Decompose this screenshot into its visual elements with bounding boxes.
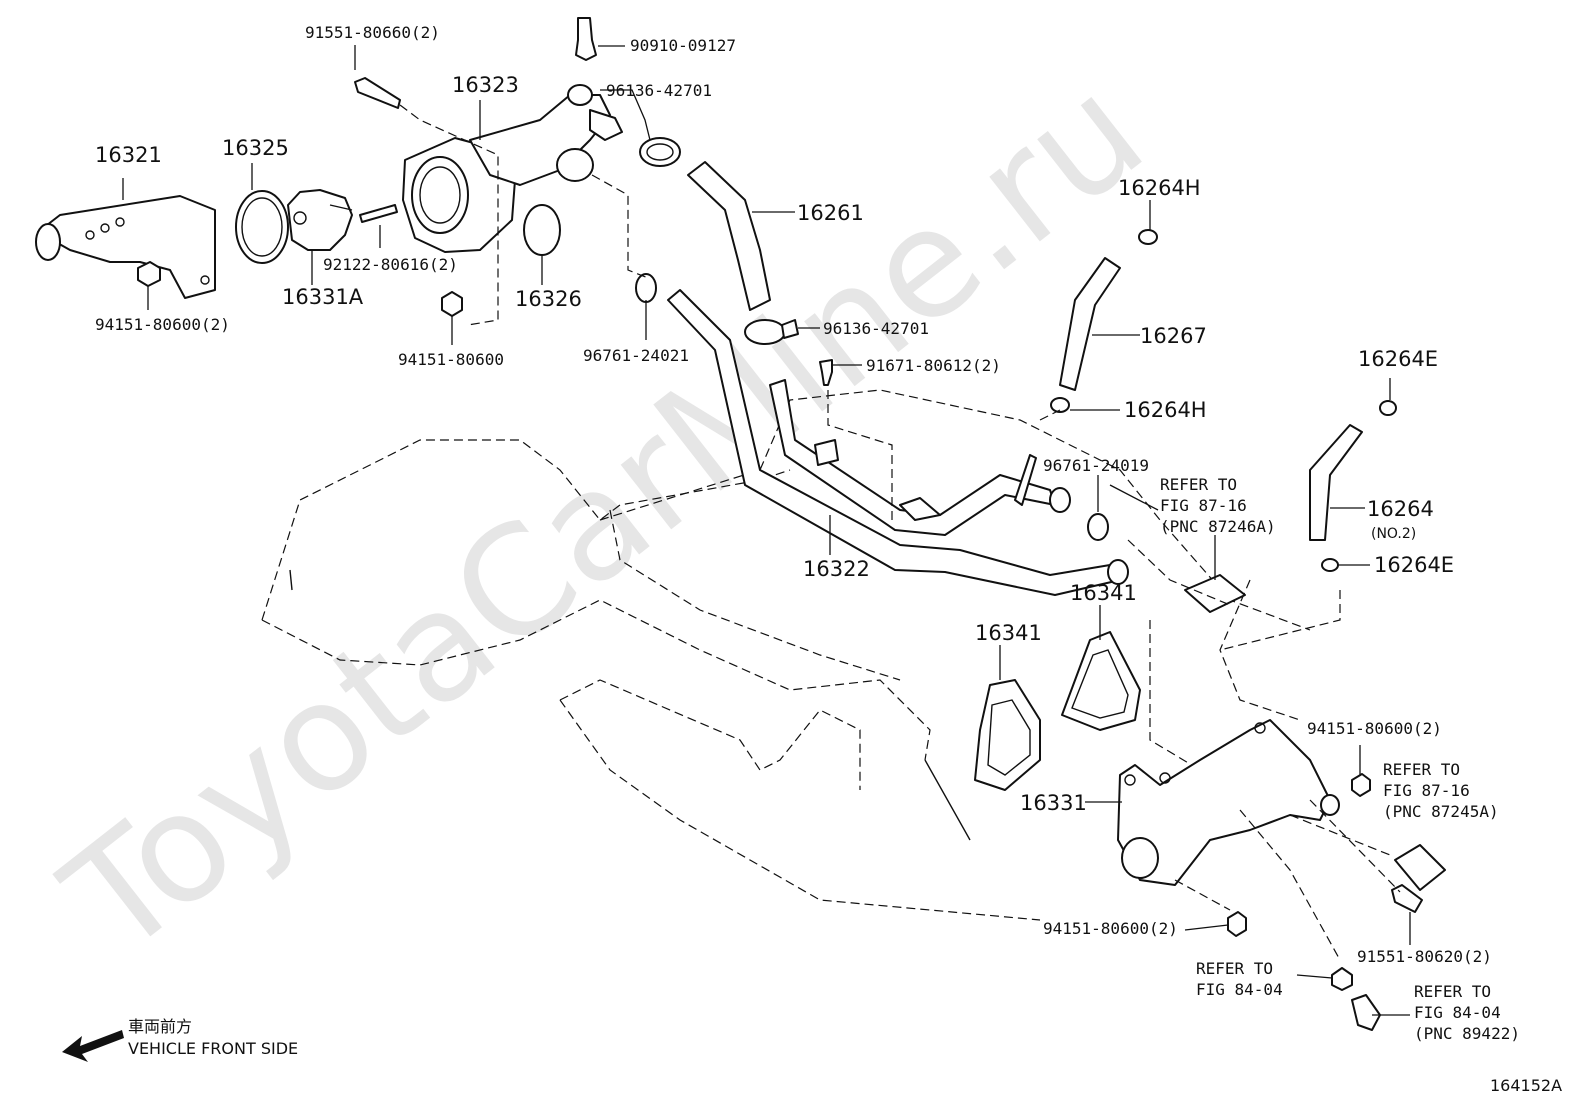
label-91551-80620: 91551-80620(2) bbox=[1357, 947, 1492, 966]
label-16341-right: 16341 bbox=[1070, 581, 1137, 605]
label-refer-87245A-line2: FIG 87-16 bbox=[1383, 781, 1470, 800]
engine-block-outline bbox=[261, 389, 1341, 921]
leader-lines bbox=[122, 45, 1411, 1016]
label-16323: 16323 bbox=[452, 73, 519, 97]
gasket-16326 bbox=[523, 204, 561, 256]
nut-94151-left bbox=[137, 261, 161, 287]
label-16326: 16326 bbox=[515, 287, 582, 311]
gasket-16325-inner bbox=[241, 197, 283, 257]
label-refer-84-04-right-line3: (PNC 89422) bbox=[1414, 1024, 1520, 1043]
washer-ref-84-04 bbox=[1331, 967, 1353, 991]
nut-94151-center bbox=[441, 291, 463, 317]
label-16264H-lower: 16264H bbox=[1124, 398, 1207, 422]
label-16341-left: 16341 bbox=[975, 621, 1042, 645]
label-refer-84-04-right-line1: REFER TO bbox=[1414, 982, 1491, 1001]
label-16267: 16267 bbox=[1140, 324, 1207, 348]
vehicle-front-jp-label: 車両前方 bbox=[128, 1017, 192, 1036]
o-ring-96761-24019 bbox=[1087, 513, 1109, 541]
label-94151-80600-2-left: 94151-80600(2) bbox=[95, 315, 230, 334]
o-ring-96761-24021 bbox=[635, 273, 657, 303]
nut-94151-right bbox=[1351, 773, 1371, 797]
clamp-16264H-upper bbox=[1138, 229, 1158, 245]
label-refer-87246A-line3: (PNC 87246A) bbox=[1160, 517, 1276, 536]
label-refer-87246A-line2: FIG 87-16 bbox=[1160, 496, 1247, 515]
label-96136-42701-lower: 96136-42701 bbox=[823, 319, 929, 338]
bolt-91551-80620 bbox=[1391, 884, 1423, 913]
nut-94151-lower bbox=[1227, 911, 1247, 937]
vehicle-front-en-label: VEHICLE FRONT SIDE bbox=[128, 1039, 298, 1058]
clamp-96136-upper bbox=[639, 137, 681, 167]
vehicle-front-indicator: 車両前方 VEHICLE FRONT SIDE bbox=[62, 1017, 298, 1062]
label-94151-80600-2-right: 94151-80600(2) bbox=[1307, 719, 1442, 738]
label-refer-84-04-right-line2: FIG 84-04 bbox=[1414, 1003, 1501, 1022]
label-96761-24021: 96761-24021 bbox=[583, 346, 689, 365]
label-94151-80600-center: 94151-80600 bbox=[398, 350, 504, 369]
ref-pipe-87246A bbox=[1184, 574, 1246, 613]
hose-16264 bbox=[1309, 424, 1363, 541]
callout-labels: 16321 16325 16323 91551-80660(2) 90910-0… bbox=[95, 23, 1520, 1043]
label-16331A: 16331A bbox=[282, 285, 364, 309]
stud-92122 bbox=[359, 204, 398, 223]
clamp-96136-lower bbox=[744, 319, 799, 345]
label-92122-80616: 92122-80616(2) bbox=[323, 255, 458, 274]
gasket-16341-right bbox=[1061, 631, 1141, 731]
label-16322: 16322 bbox=[803, 557, 870, 581]
label-16264H-upper: 16264H bbox=[1118, 176, 1201, 200]
label-refer-84-04-left-line1: REFER TO bbox=[1196, 959, 1273, 978]
label-16331: 16331 bbox=[1020, 791, 1087, 815]
label-16264-no2: (NO.2) bbox=[1371, 526, 1416, 542]
sensor-90910-09127 bbox=[575, 17, 597, 61]
label-96136-42701-upper: 96136-42701 bbox=[606, 81, 712, 100]
label-16261: 16261 bbox=[797, 201, 864, 225]
hose-16267 bbox=[1059, 257, 1121, 391]
label-94151-80600-2-lower: 94151-80600(2) bbox=[1043, 919, 1178, 938]
sensor-ref-89422 bbox=[1351, 994, 1381, 1031]
label-16325: 16325 bbox=[222, 136, 289, 160]
gasket-16341-left bbox=[974, 679, 1041, 791]
label-refer-87245A-line1: REFER TO bbox=[1383, 760, 1460, 779]
clamp-16264H-lower bbox=[1050, 397, 1070, 413]
label-16264E-lower: 16264E bbox=[1374, 553, 1454, 577]
water-inlet-16331 bbox=[1117, 719, 1340, 886]
label-refer-87245A-line3: (PNC 87245A) bbox=[1383, 802, 1499, 821]
clamp-16264E-upper bbox=[1379, 400, 1397, 416]
water-bypass-pipe-16322 bbox=[667, 289, 1129, 596]
water-outlet-pipe-16321 bbox=[35, 195, 216, 299]
figure-id: 164152A bbox=[1490, 1076, 1562, 1095]
label-refer-84-04-left-line2: FIG 84-04 bbox=[1196, 980, 1283, 999]
assembly-dash-lines bbox=[399, 104, 1401, 961]
label-90910-09127: 90910-09127 bbox=[630, 36, 736, 55]
ref-pipe-87245A bbox=[1394, 844, 1446, 891]
label-16264: 16264 bbox=[1367, 497, 1434, 521]
bolt-91551-80660 bbox=[354, 77, 401, 109]
clamp-16264E-lower bbox=[1321, 558, 1339, 572]
label-16321: 16321 bbox=[95, 143, 162, 167]
arrow-left-icon bbox=[62, 1030, 124, 1062]
label-91551-80660: 91551-80660(2) bbox=[305, 23, 440, 42]
label-96761-24019: 96761-24019 bbox=[1043, 456, 1149, 475]
label-91671-80612: 91671-80612(2) bbox=[866, 356, 1001, 375]
bolt-91671-80612 bbox=[819, 359, 833, 386]
thermostat-16331A bbox=[287, 189, 353, 251]
gasket-16325 bbox=[235, 190, 289, 264]
label-refer-87246A-line1: REFER TO bbox=[1160, 475, 1237, 494]
hose-16261 bbox=[687, 161, 771, 311]
label-16264E-upper: 16264E bbox=[1358, 347, 1438, 371]
thermostat-housing-16323 bbox=[402, 84, 623, 253]
